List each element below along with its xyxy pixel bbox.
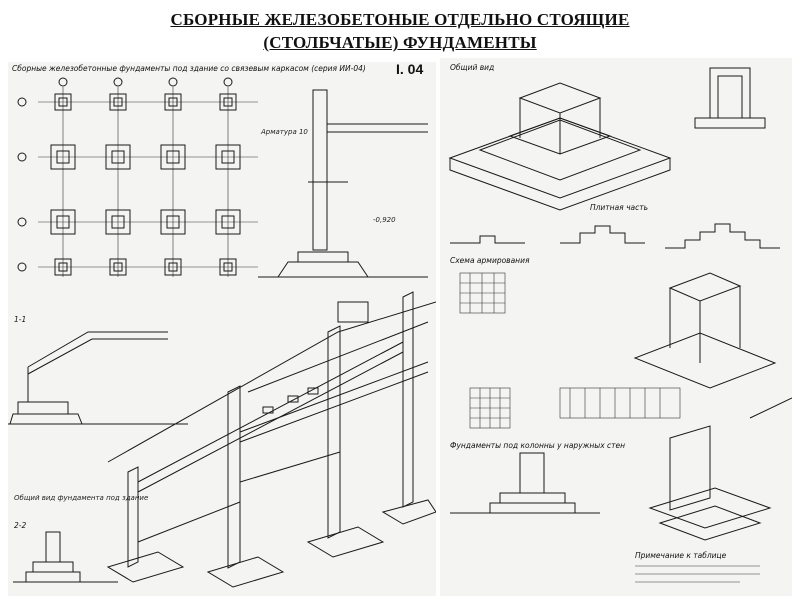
right-drawing-sheet: Общий вид Плитная часть Схема армировани… (440, 58, 792, 596)
general-view-caption: Общий вид фундамента под здание (14, 494, 148, 502)
section-note-1: Арматура 10 (260, 128, 308, 136)
column-foundation-section (450, 452, 600, 514)
foundation-plan (17, 77, 258, 277)
notes-table-label: Примечание к таблице (635, 551, 727, 560)
column-foundation-iso (648, 397, 792, 541)
stepped-foundation-iso (448, 82, 672, 211)
left-drawing-svg: Сборные железобетонные фундаменты под зд… (8, 62, 436, 588)
reinforced-block-iso (633, 272, 777, 389)
page-title: СБОРНЫЕ ЖЕЛЕЗОБЕТОНЫЕ ОТДЕЛЬНО СТОЯЩИЕ (… (0, 8, 800, 54)
foundation-section (8, 331, 188, 425)
right-drawing-svg: Общий вид Плитная часть Схема армировани… (448, 63, 792, 583)
wall-section (258, 89, 428, 323)
general-view-label: Общий вид (450, 63, 494, 72)
plate-part-label: Плитная часть (590, 203, 648, 212)
isometric-frame-view (106, 291, 436, 588)
plan-caption: Сборные железобетонные фундаменты под зд… (12, 64, 366, 73)
sheet-number: I. 04 (396, 62, 423, 77)
reinforcement-details (459, 272, 681, 429)
title-line-1: СБОРНЫЕ ЖЕЛЕЗОБЕТОНЫЕ ОТДЕЛЬНО СТОЯЩИЕ (170, 10, 630, 29)
small-section-detail (13, 531, 118, 583)
column-foundations-label: Фундаменты под колонны у наружных стен (450, 441, 625, 450)
title-line-2: (СТОЛБЧАТЫЕ) ФУНДАМЕНТЫ (263, 33, 537, 52)
section-label-2: 2-2 (14, 521, 26, 530)
reinforcement-scheme-label: Схема армирования (450, 256, 530, 265)
section-note-2: -0,920 (373, 216, 396, 224)
notes-text-lines (635, 565, 760, 583)
plate-sections (450, 223, 780, 249)
column-socket-section (694, 67, 766, 129)
left-drawing-sheet: Сборные железобетонные фундаменты под зд… (8, 62, 436, 596)
section-label-1: 1-1 (14, 315, 26, 324)
